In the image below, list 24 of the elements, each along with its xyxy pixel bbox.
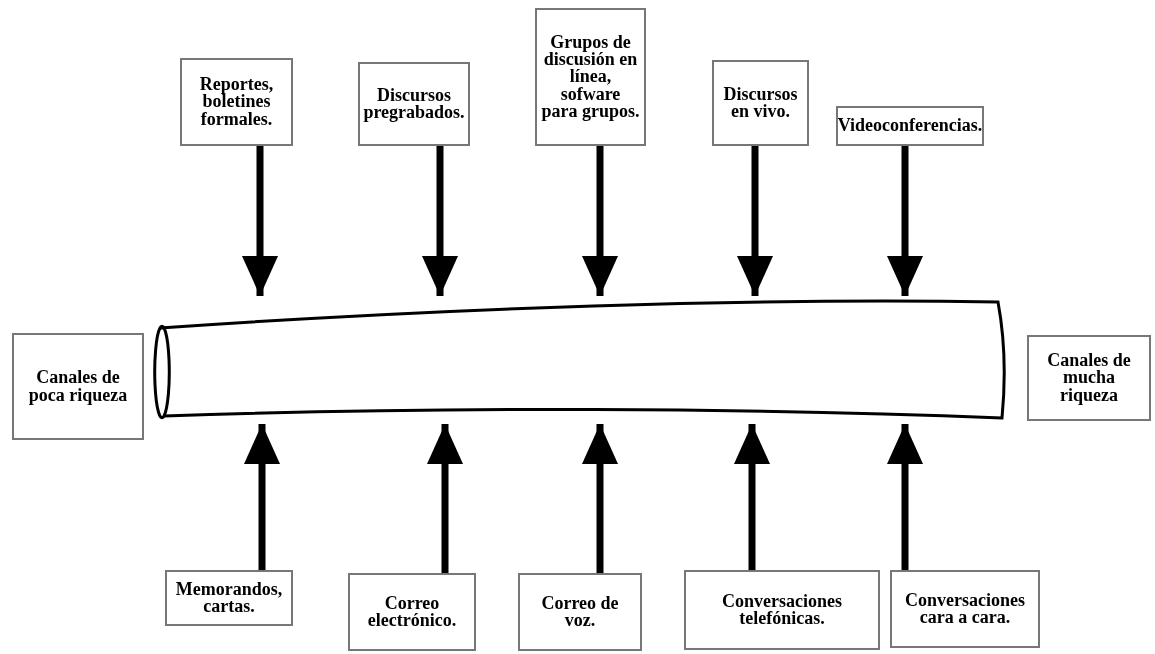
text-box	[348, 573, 476, 651]
text-box	[836, 106, 984, 146]
box-label: Discursos en vivo.	[722, 85, 799, 121]
text-box	[12, 333, 144, 440]
text-box	[684, 570, 880, 650]
text-box	[535, 8, 646, 146]
box-label: Conversaciones telefónicas.	[721, 592, 843, 628]
text-box	[1027, 335, 1151, 421]
text-box	[358, 62, 470, 146]
box-label: Discursos pregrabados.	[363, 86, 465, 122]
text-box	[180, 58, 293, 146]
box-label: Grupos de discusión en línea, sofware para grupos.	[541, 34, 640, 120]
box-label: Correo electrónico.	[366, 594, 458, 630]
box-label: Canales de poca riqueza	[27, 369, 129, 404]
text-box	[712, 60, 809, 146]
box-label: Conversaciones cara a cara.	[904, 591, 1026, 627]
box-label: Correo de voz.	[540, 594, 620, 630]
box-label: Canales de mucha riqueza	[1046, 352, 1132, 404]
text-box	[518, 573, 642, 651]
text-box	[890, 570, 1040, 648]
text-box	[165, 570, 293, 626]
box-label: Videoconferencias.	[837, 117, 983, 135]
box-label: Reportes, boletines formales.	[198, 76, 275, 128]
box-label: Memorandos, cartas.	[174, 580, 284, 616]
